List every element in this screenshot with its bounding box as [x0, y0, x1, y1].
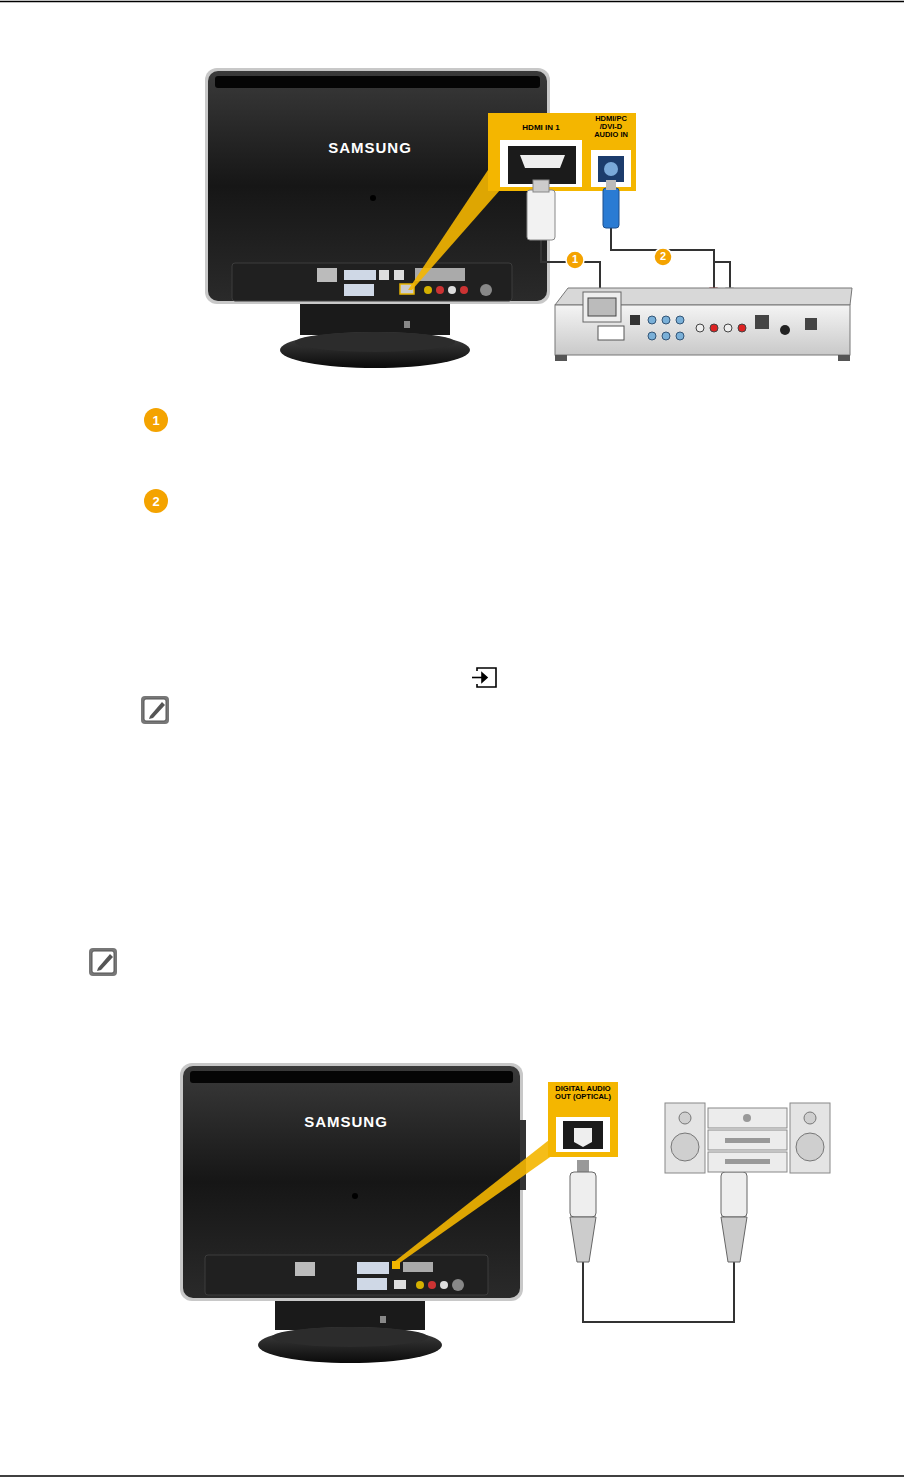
- brand-logo: SAMSUNG: [286, 1114, 406, 1130]
- page-rule: [0, 1475, 904, 1477]
- note-icon: [89, 948, 117, 976]
- audio-system: [665, 1103, 830, 1173]
- source-icon: [472, 668, 496, 687]
- callout-number: 2: [147, 495, 165, 509]
- monitor-back: [180, 1063, 526, 1363]
- port-callout: [394, 1082, 618, 1264]
- callout-circle: [144, 489, 168, 513]
- port-name: HDMI/PC /DVI-D AUDIO IN: [587, 115, 635, 139]
- callout-number: 1: [147, 414, 165, 428]
- port-callout: [408, 113, 636, 290]
- page-rule: [0, 1, 904, 3]
- callout-circle: [144, 408, 168, 432]
- port-name: HDMI IN 1: [496, 124, 586, 132]
- note-icon: [141, 696, 169, 724]
- port-name: DIGITAL AUDIO OUT (OPTICAL): [549, 1085, 617, 1101]
- callout-number: 2: [654, 251, 672, 263]
- av-player: [555, 288, 852, 361]
- optical-cable: [570, 1160, 747, 1322]
- brand-logo: SAMSUNG: [310, 140, 430, 156]
- callout-number: 1: [566, 254, 584, 266]
